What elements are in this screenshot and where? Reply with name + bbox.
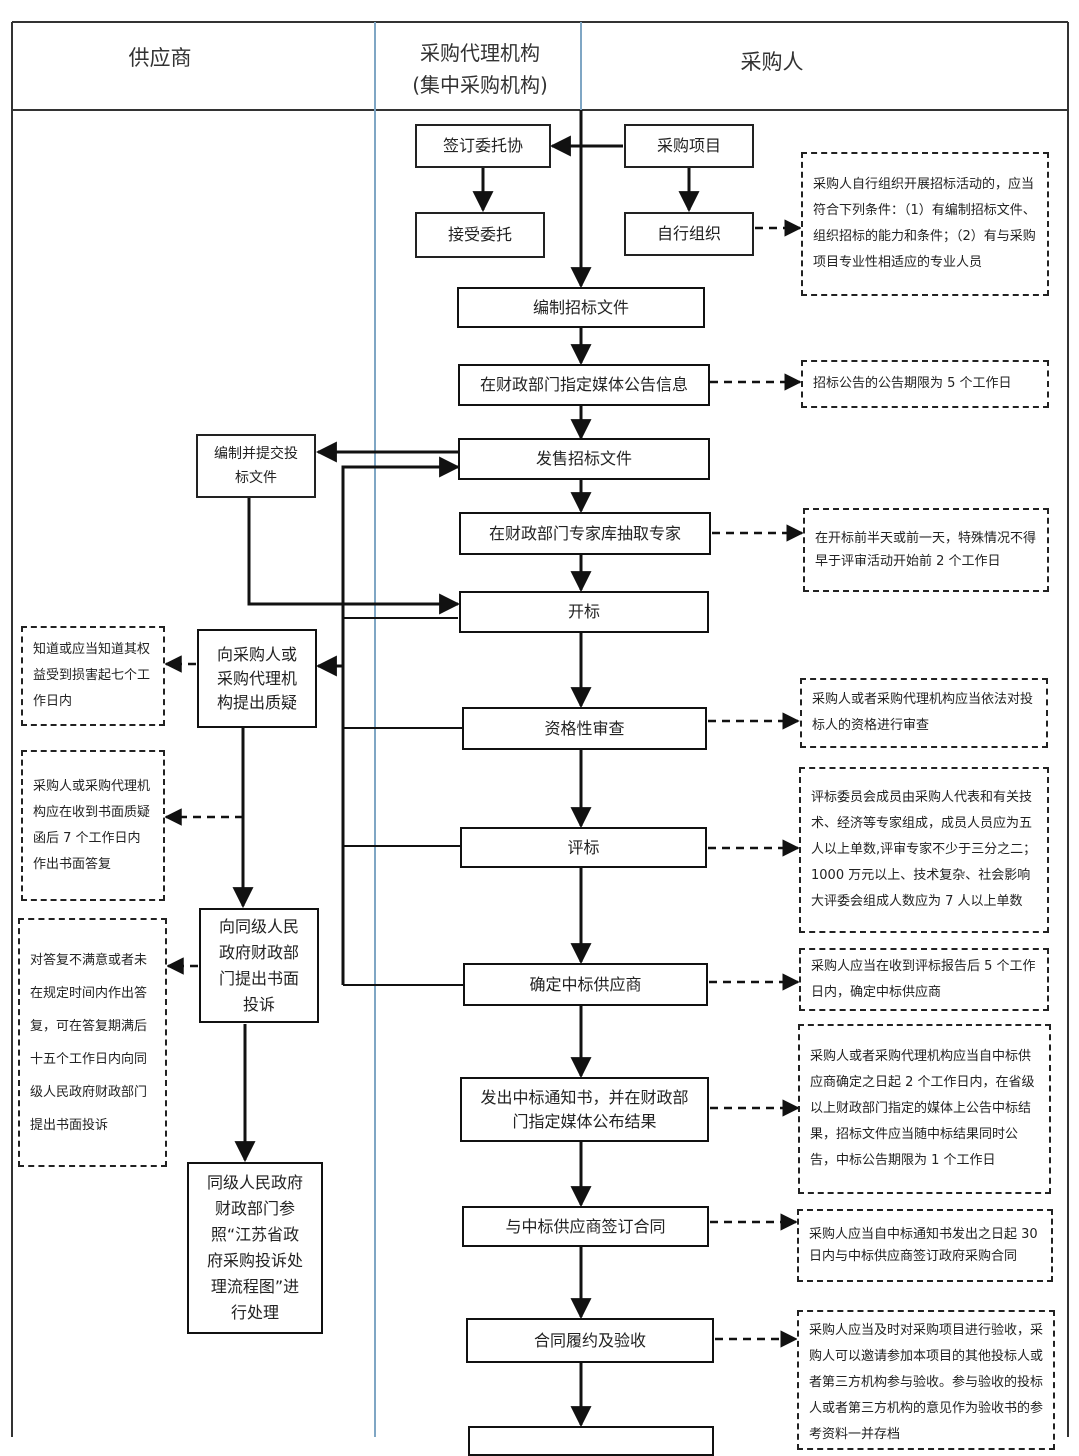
note-query-deadline: 知道或应当知道其权益受到损害起七个工作日内 bbox=[21, 626, 165, 726]
box-query: 向采购人或采购代理机构提出质疑 bbox=[197, 629, 317, 728]
note-confirm: 采购人应当在收到评标报告后 5 个工作日内，确定中标供应商 bbox=[799, 948, 1049, 1011]
note-self-organize: 采购人自行组织开展招标活动的，应当符合下列条件：（1）有编制招标文件、组织招标的… bbox=[801, 152, 1049, 296]
note-evaluate: 评标委员会成员由采购人代表和有关技术、经济等专家组成，成员人员应为五人以上单数,… bbox=[799, 767, 1049, 933]
box-perform: 合同履约及验收 bbox=[466, 1318, 714, 1363]
box-complaint: 向同级人民政府财政部门提出书面投诉 bbox=[199, 908, 319, 1023]
column-dividers bbox=[374, 22, 582, 1437]
note-notice: 采购人或者采购代理机构应当自中标供应商确定之日起 2 个工作日内，在省级以上财政… bbox=[798, 1024, 1051, 1194]
header-agency-line2: (集中采购机构) bbox=[412, 73, 548, 97]
box-self-organize: 自行组织 bbox=[624, 212, 754, 256]
box-next-step bbox=[468, 1426, 714, 1456]
note-complaint-deadline: 对答复不满意或者未在规定时间内作出答复，可在答复期满后十五个工作日内向同级人民政… bbox=[18, 918, 167, 1167]
header-purchaser: 采购人 bbox=[740, 50, 804, 74]
box-sign-entrust: 签订委托协 bbox=[415, 124, 551, 168]
box-evaluate: 评标 bbox=[460, 827, 707, 868]
box-draw-experts: 在财政部门专家库抽取专家 bbox=[459, 512, 711, 555]
box-publish-info: 在财政部门指定媒体公告信息 bbox=[458, 364, 710, 406]
box-bid-prepare: 编制并提交投标文件 bbox=[196, 434, 316, 498]
box-confirm-winner: 确定中标供应商 bbox=[463, 963, 708, 1006]
box-open-bid: 开标 bbox=[459, 591, 709, 633]
header-supplier: 供应商 bbox=[128, 46, 192, 70]
box-contract: 与中标供应商签订合同 bbox=[462, 1206, 709, 1247]
box-sell-docs: 发售招标文件 bbox=[458, 438, 710, 480]
box-handle: 同级人民政府财政部门参照“江苏省政府采购投诉处理流程图”进行处理 bbox=[187, 1162, 323, 1334]
box-prepare-docs: 编制招标文件 bbox=[457, 287, 705, 328]
note-contract: 采购人应当自中标通知书发出之日起 30 日内与中标供应商签订政府采购合同 bbox=[797, 1209, 1053, 1282]
box-qualify: 资格性审查 bbox=[462, 707, 707, 750]
box-notice: 发出中标通知书，并在财政部门指定媒体公布结果 bbox=[460, 1077, 709, 1142]
note-qualify: 采购人或者采购代理机构应当依法对投标人的资格进行审查 bbox=[800, 678, 1048, 748]
arrow-stage-query-bus bbox=[341, 456, 461, 985]
header-agency-line1: 采购代理机构 bbox=[420, 41, 540, 65]
box-accept-entrust: 接受委托 bbox=[415, 212, 545, 258]
table-frame bbox=[11, 21, 1069, 1437]
arrow-bid-to-open bbox=[247, 498, 461, 615]
note-perform: 采购人应当及时对采购项目进行验收，采购人可以邀请参加本项目的其他投标人或者第三方… bbox=[797, 1310, 1055, 1450]
box-project: 采购项目 bbox=[624, 124, 754, 168]
note-experts: 在开标前半天或前一天，特殊情况不得早于评审活动开始前 2 个工作日 bbox=[803, 508, 1049, 592]
note-publish: 招标公告的公告期限为 5 个工作日 bbox=[801, 360, 1049, 408]
note-reply-deadline: 采购人或采购代理机构应在收到书面质疑函后 7 个工作日内作出书面答复 bbox=[21, 750, 165, 901]
